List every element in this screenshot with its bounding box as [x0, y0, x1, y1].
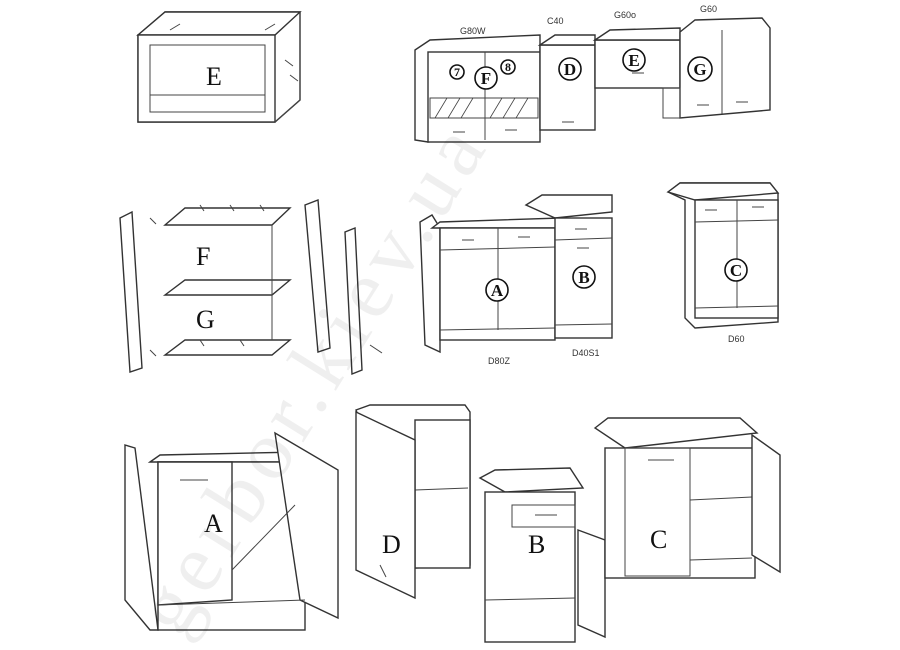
code-label: D80Z: [488, 356, 511, 366]
marker: B: [578, 268, 589, 287]
base-cabinet-row: A B D80Z D40S1 C D60: [419, 182, 780, 366]
code-label: G60: [700, 4, 717, 14]
code-label: D60: [728, 334, 745, 344]
code-label: G80W: [460, 26, 486, 36]
cabinet-letter: C: [650, 525, 667, 554]
marker: 8: [505, 60, 511, 74]
cabinet-letter: D: [382, 530, 401, 559]
marker: F: [481, 69, 491, 88]
wall-cabinet-e: E: [136, 11, 302, 123]
cabinet-letter: E: [206, 62, 222, 91]
wall-cabinet-row: G80W C40 G60o G60 7 F 8 D E G: [414, 4, 771, 143]
marker: C: [730, 261, 742, 280]
open-cabinets-row: A D B C: [124, 404, 781, 643]
marker: E: [628, 51, 639, 70]
code-label: G60o: [614, 10, 636, 20]
exploded-view: F G: [119, 199, 383, 376]
panel-letter: F: [196, 242, 210, 271]
code-label: D40S1: [572, 348, 600, 358]
code-label: C40: [547, 16, 564, 26]
panel-letter: G: [196, 305, 215, 334]
cabinet-letter: A: [204, 509, 223, 538]
marker: 7: [454, 65, 460, 79]
marker: D: [564, 60, 576, 79]
cabinet-letter: B: [528, 530, 545, 559]
marker: A: [491, 281, 504, 300]
marker: G: [693, 60, 706, 79]
